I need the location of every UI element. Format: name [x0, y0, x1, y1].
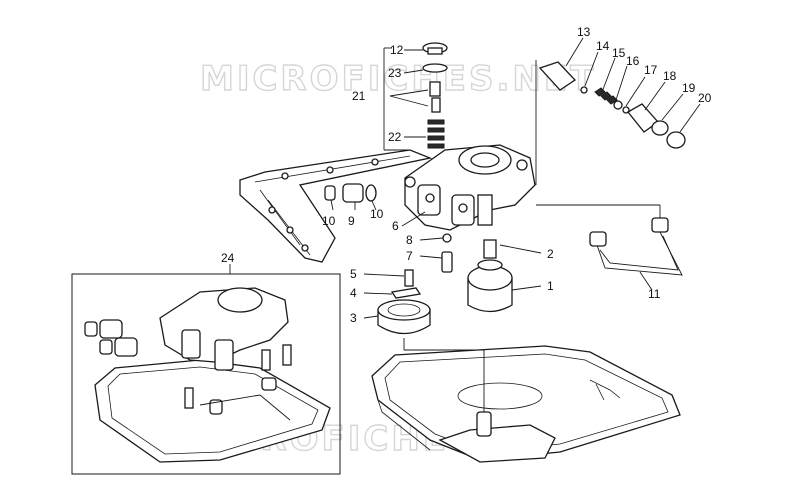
callout-4: 4	[350, 286, 357, 300]
callout-labels: 1 2 3 4 5 6 7 8 9 10 10 11 12 13 14 15 1…	[221, 25, 712, 325]
callout-13: 13	[577, 25, 591, 39]
callout-22: 22	[388, 130, 402, 144]
oil-pan	[371, 345, 681, 463]
strainer-assembly	[377, 269, 485, 412]
callout-17: 17	[644, 63, 658, 77]
callout-20: 20	[698, 91, 712, 105]
bolts-7-8	[441, 233, 453, 273]
callout-11: 11	[648, 287, 661, 301]
oil-pump-body	[404, 144, 536, 231]
leader-lines	[229, 37, 701, 319]
callout-19: 19	[682, 81, 696, 95]
callout-6: 6	[392, 219, 399, 233]
callout-18: 18	[663, 69, 677, 83]
side-plugs	[324, 183, 377, 203]
callout-16: 16	[626, 54, 640, 68]
callout-7: 7	[406, 249, 413, 263]
inset-24	[71, 273, 341, 475]
callout-8: 8	[406, 233, 413, 247]
callout-1: 1	[547, 279, 554, 293]
callout-23: 23	[388, 66, 402, 80]
callout-12: 12	[390, 43, 404, 57]
bypass-valve-set	[535, 60, 686, 185]
callout-3: 3	[350, 311, 357, 325]
callout-5: 5	[350, 267, 357, 281]
oil-pipe	[536, 204, 683, 276]
callout-14: 14	[596, 39, 610, 53]
callout-15: 15	[612, 46, 626, 60]
watermark-top: MICROFICHES.NET	[200, 59, 596, 99]
callout-10b: 10	[370, 207, 384, 221]
callout-2: 2	[547, 247, 554, 261]
callout-21: 21	[352, 89, 366, 103]
relief-valve-stack	[383, 42, 448, 151]
engine-rail	[239, 149, 433, 263]
callout-9: 9	[348, 214, 355, 228]
callout-10a: 10	[322, 214, 336, 228]
oil-filter	[467, 239, 513, 313]
callout-24: 24	[221, 251, 235, 265]
